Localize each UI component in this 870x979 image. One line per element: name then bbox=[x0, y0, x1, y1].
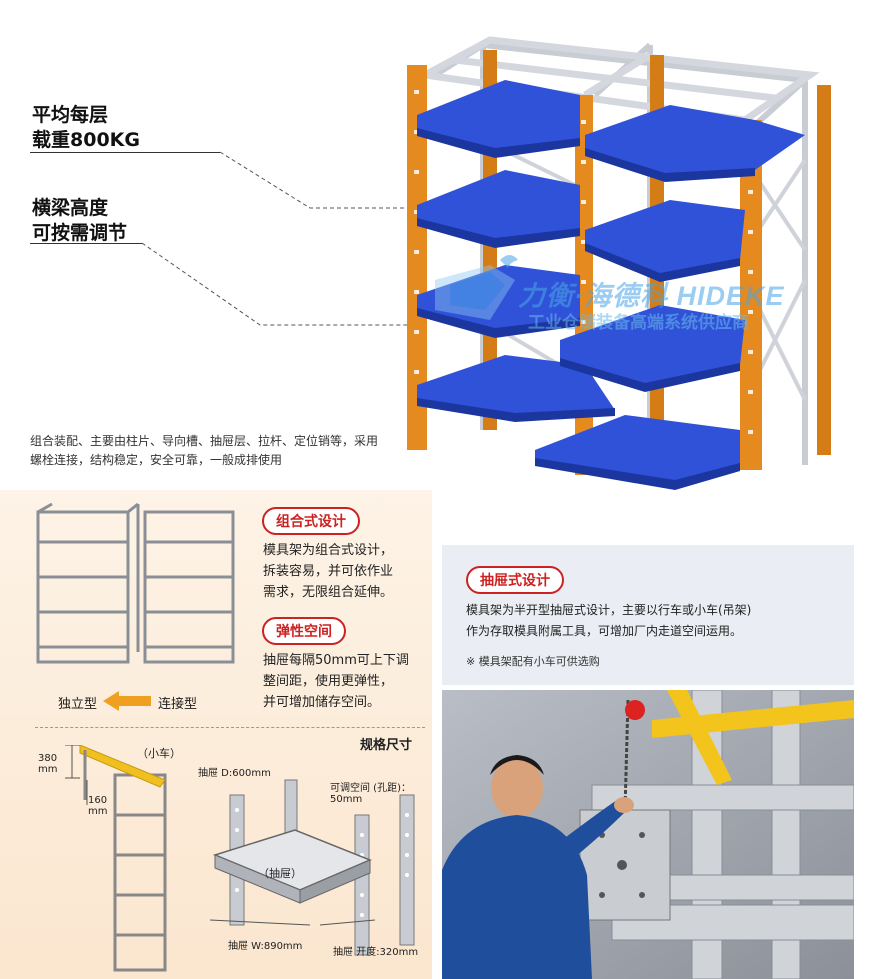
width-label: 抽屉 W:890mm bbox=[228, 941, 303, 952]
beam-callout-line2: 可按需调节 bbox=[32, 222, 128, 244]
flexible-desc-line3: 并可增加储存空间。 bbox=[263, 695, 381, 710]
adjust-label: 可调空间 (孔距)： 50mm bbox=[330, 779, 411, 805]
drawer-desc-line1: 模具架为半开型抽屉式设计，主要以行车或小车(吊架) bbox=[466, 603, 752, 617]
adjust-label-line2: 50mm bbox=[330, 794, 363, 805]
intro-description: 组合装配、主要由柱片、导向槽、抽屉层、拉杆、定位销等，采用螺栓连接，结构稳定，安… bbox=[30, 434, 379, 467]
load-callout-line1: 平均每层 bbox=[32, 104, 109, 126]
beam-callout-underline bbox=[30, 243, 142, 244]
left-info-panel: 独立型 连接型 组合式设计 模具架为组合式设计， 拆装容易，并可依作业 需求，无… bbox=[0, 490, 432, 979]
drawer-desc-line2: 作为存取模具附属工具，可增加厂内走道空间运用。 bbox=[466, 624, 743, 638]
depth-label: 抽屉 D:600mm bbox=[198, 768, 271, 779]
drawer-design-tag: 抽屉式设计 bbox=[466, 566, 564, 594]
label-standalone: 独立型 bbox=[58, 697, 98, 712]
combined-description: 模具架为组合式设计， 拆装容易，并可依作业 需求，无限组合延伸。 bbox=[263, 540, 393, 603]
drawer-label: （抽屉） bbox=[258, 867, 302, 880]
load-callout: 平均每层 载重800KG bbox=[32, 103, 140, 153]
rack-line-drawings bbox=[36, 502, 235, 664]
combined-desc-line2: 拆装容易，并可依作业 bbox=[263, 564, 394, 579]
dim-380: 380 mm bbox=[38, 753, 57, 775]
specs-title: 规格尺寸 bbox=[360, 738, 413, 753]
adjust-label-line1: 可调空间 (孔距)： bbox=[330, 783, 411, 794]
label-connected: 连接型 bbox=[158, 697, 198, 712]
load-callout-line2: 载重800KG bbox=[32, 129, 140, 151]
opening-label: 抽屉 开度:320mm bbox=[333, 947, 419, 958]
arrow-left-icon bbox=[103, 691, 151, 711]
flexible-space-tag: 弹性空间 bbox=[262, 617, 346, 645]
drawer-description: 模具架为半开型抽屉式设计，主要以行车或小车(吊架) 作为存取模具附属工具，可增加… bbox=[466, 600, 751, 642]
combined-desc-line3: 需求，无限组合延伸。 bbox=[263, 585, 394, 600]
drawer-rack-illustration bbox=[407, 36, 831, 490]
cart-label: （小车） bbox=[137, 747, 181, 760]
load-callout-underline bbox=[30, 152, 220, 153]
panel-divider bbox=[35, 727, 425, 728]
drawer-design-panel: 抽屉式设计 模具架为半开型抽屉式设计，主要以行车或小车(吊架) 作为存取模具附属… bbox=[442, 545, 854, 685]
dim-380-value: 380 bbox=[38, 753, 58, 764]
leader-lines bbox=[141, 151, 420, 326]
flexible-description: 抽屉每隔50mm可上下调 整间距，使用更弹性， 并可增加储存空间。 bbox=[263, 650, 409, 713]
dim-380-unit: mm bbox=[38, 764, 58, 775]
dim-160-value: 160 bbox=[88, 795, 108, 806]
drawer-spec-drawing bbox=[209, 779, 415, 956]
combined-desc-line1: 模具架为组合式设计， bbox=[263, 543, 394, 558]
cart-note: ※ 模具架配有小车可供选购 bbox=[466, 655, 600, 668]
cart-spec-drawing bbox=[65, 745, 167, 972]
flexible-desc-line2: 整间距，使用更弹性， bbox=[263, 674, 394, 689]
flexible-desc-line1: 抽屉每隔50mm可上下调 bbox=[263, 653, 409, 668]
beam-callout: 横梁高度 可按需调节 bbox=[32, 196, 127, 246]
dim-160-unit: mm bbox=[88, 806, 108, 817]
combined-design-tag: 组合式设计 bbox=[262, 507, 360, 535]
worker-photo bbox=[442, 690, 854, 979]
beam-callout-line1: 横梁高度 bbox=[32, 197, 109, 219]
worker-photo-illustration bbox=[442, 690, 854, 979]
dim-160: 160 mm bbox=[88, 795, 107, 817]
